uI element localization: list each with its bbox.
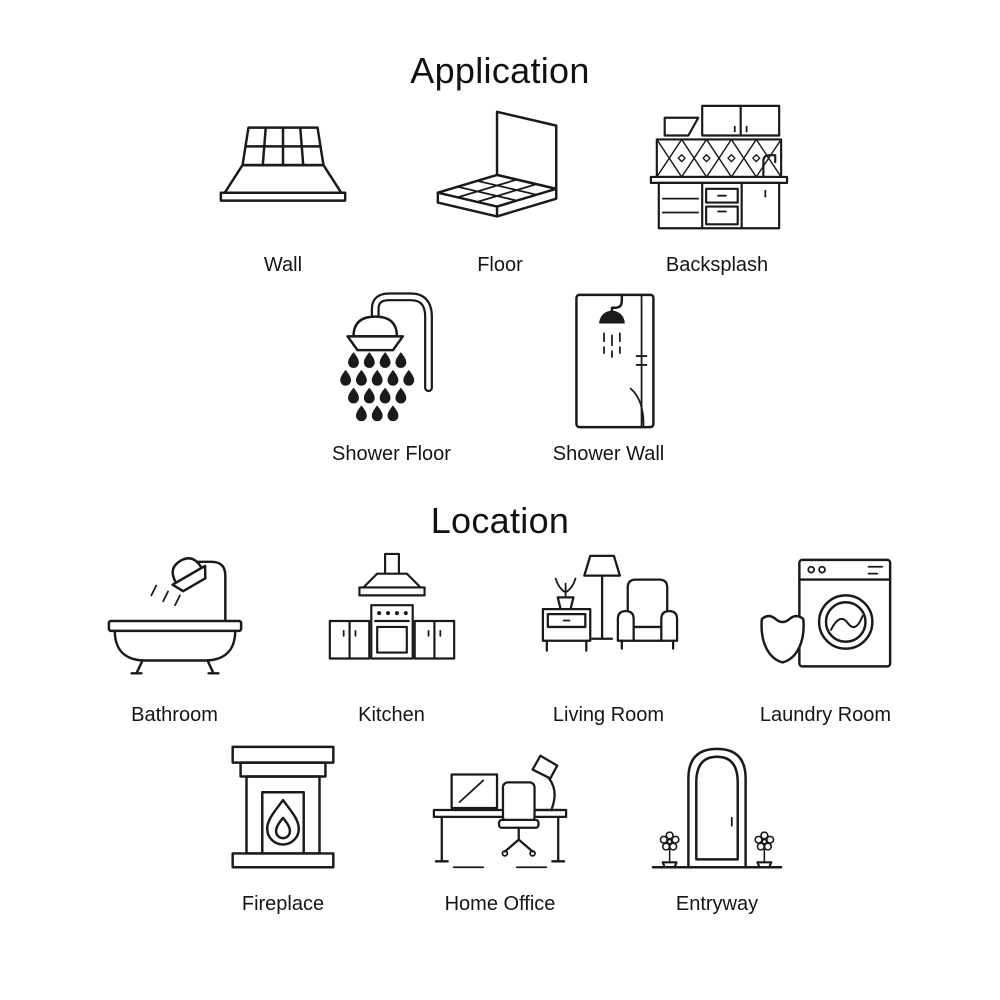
application-row-2: Shower Floor Shower Wall [0, 287, 1000, 466]
item-label: Kitchen [358, 704, 425, 726]
item-floor: Floor [392, 98, 609, 277]
application-row-1: Wall Floor [0, 98, 1000, 277]
shower-wall-icon [534, 287, 684, 435]
item-wall: Wall [175, 98, 392, 277]
item-bathroom: Bathroom [66, 548, 283, 727]
fireplace-icon [208, 737, 358, 885]
item-label: Backsplash [665, 254, 769, 276]
kitchen-icon [317, 548, 467, 696]
item-label: Bathroom [131, 704, 218, 726]
item-label: Living Room [552, 704, 665, 726]
location-row-1: Bathroom [0, 548, 1000, 727]
laundry-room-icon [751, 548, 901, 696]
item-backsplash: Backsplash [609, 98, 826, 277]
item-living-room: Living Room [500, 548, 717, 727]
application-section: Application Wall [0, 50, 1000, 466]
location-section: Location [0, 500, 1000, 916]
bathroom-icon [100, 548, 250, 696]
item-label: Fireplace [241, 893, 325, 915]
item-shower-wall: Shower Wall [500, 287, 717, 466]
living-room-icon [534, 548, 684, 696]
item-laundry-room: Laundry Room [717, 548, 934, 727]
item-label: Entryway [675, 893, 759, 915]
wall-icon [208, 98, 358, 246]
item-kitchen: Kitchen [283, 548, 500, 727]
backsplash-icon [642, 98, 792, 246]
item-fireplace: Fireplace [175, 737, 392, 916]
item-label: Wall [263, 254, 303, 276]
item-label: Shower Wall [552, 443, 665, 465]
location-row-2: Fireplace [0, 737, 1000, 916]
item-label: Floor [477, 254, 523, 276]
location-title: Location [430, 500, 570, 541]
item-label: Laundry Room [759, 704, 892, 726]
item-label: Shower Floor [332, 443, 451, 465]
shower-floor-icon [317, 287, 467, 435]
item-home-office: Home Office [392, 737, 609, 916]
home-office-icon [425, 737, 575, 885]
entryway-icon [642, 737, 792, 885]
item-shower-floor: Shower Floor [283, 287, 500, 466]
floor-icon [425, 98, 575, 246]
application-title: Application [410, 50, 590, 91]
item-label: Home Office [444, 893, 556, 915]
item-entryway: Entryway [609, 737, 826, 916]
